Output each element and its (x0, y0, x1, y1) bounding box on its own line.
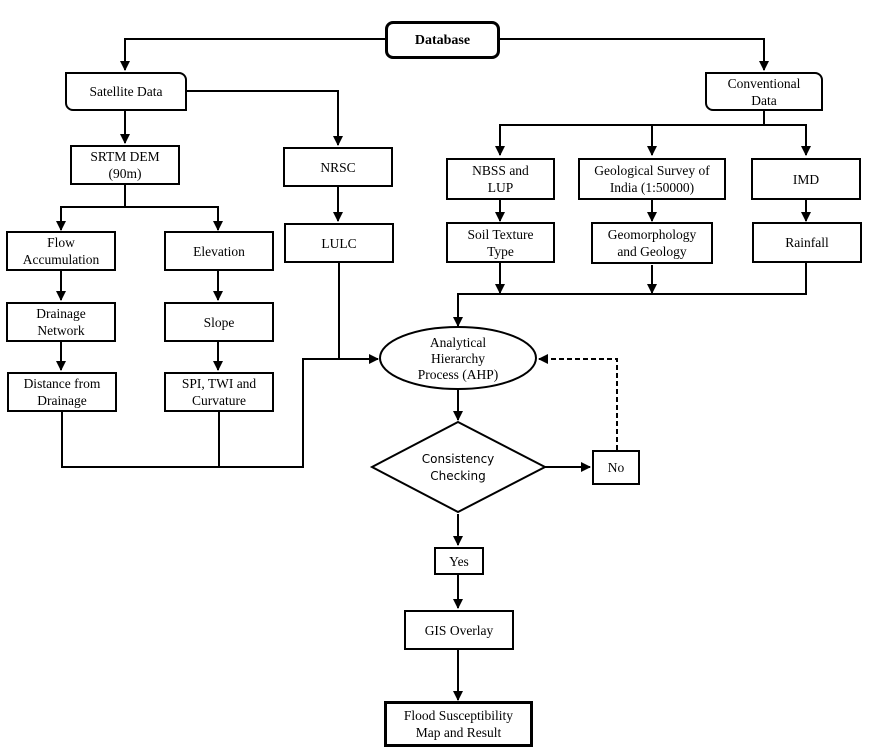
edge-database-conventional (500, 38, 769, 71)
edge-left-merge (61, 354, 379, 468)
node-lulc: LULC (284, 223, 394, 263)
node-ahp: Analytical Hierarchy Process (AHP) (417, 335, 499, 382)
node-no: No (592, 450, 640, 485)
node-yes: Yes (434, 547, 484, 575)
node-geomorphology: Geomorphology and Geology (591, 222, 713, 264)
node-elevation: Elevation (164, 231, 274, 271)
node-conventional-data: Conventional Data (705, 72, 823, 111)
node-imd: IMD (751, 158, 861, 200)
edge-srtm-elevation (125, 206, 223, 231)
node-nbss-lup: NBSS and LUP (446, 158, 555, 200)
edge-right-merge (453, 263, 807, 327)
node-slope: Slope (164, 302, 274, 342)
node-database: Database (385, 21, 500, 59)
node-satellite-data: Satellite Data (65, 72, 187, 111)
edge-srtm-flow (56, 206, 125, 231)
node-gis-overlay: GIS Overlay (404, 610, 514, 650)
edge-no-ahp (538, 354, 618, 450)
node-srtm-dem: SRTM DEM (90m) (70, 145, 180, 185)
ahp-ellipse (379, 326, 537, 390)
edge-conv-nbss (495, 124, 764, 156)
node-drainage-network: Drainage Network (6, 302, 116, 342)
node-flow-accumulation: Flow Accumulation (6, 231, 116, 271)
consistency-diamond (369, 420, 548, 514)
edge-database-satellite (120, 38, 386, 71)
node-result: Flood Susceptibility Map and Result (384, 701, 533, 747)
node-soil-texture: Soil Texture Type (446, 222, 555, 263)
edge-satellite-nrsc (187, 90, 343, 146)
node-nrsc: NRSC (283, 147, 393, 187)
node-distance-drainage: Distance from Drainage (7, 372, 117, 412)
node-spi-twi: SPI, TWI and Curvature (164, 372, 274, 412)
node-consistency: Consistency Checking (421, 452, 495, 483)
node-gsi: Geological Survey of India (1:50000) (578, 158, 726, 200)
node-rainfall: Rainfall (752, 222, 862, 263)
edge-conv-imd (764, 124, 811, 156)
